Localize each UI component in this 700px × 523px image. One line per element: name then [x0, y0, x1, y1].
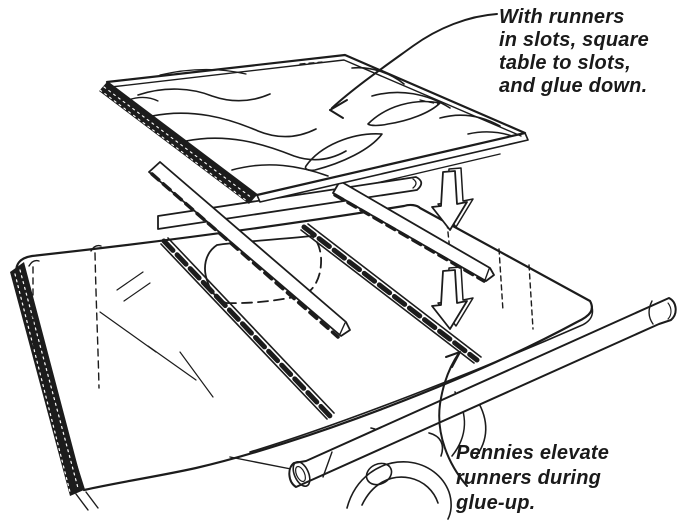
- plywood-panel: [99, 53, 529, 204]
- leader-arrow-bottom: [438, 351, 468, 487]
- runner-left: [148, 161, 351, 339]
- top-annotation: With runners in slots, square table to s…: [499, 6, 649, 98]
- throat-plate: [204, 235, 322, 305]
- handwheel-outer: [346, 461, 452, 520]
- rail-end-cap-right: [648, 300, 654, 325]
- annotation-line: runners during: [456, 467, 602, 489]
- miter-slot-right: [300, 223, 482, 364]
- annotation-line: table to slots,: [499, 52, 631, 74]
- handwheel-hub: [365, 462, 393, 486]
- leader-arrow-top: [329, 13, 498, 119]
- bottom-annotation: Pennies elevate runners during glue-up.: [456, 441, 609, 516]
- annotation-line: and glue down.: [499, 75, 648, 97]
- handwheel-inner: [361, 476, 439, 506]
- table-front-face-edge: [249, 306, 594, 453]
- rail-end-cap-left: [292, 460, 311, 488]
- annotation-line: Pennies elevate: [456, 442, 610, 464]
- annotation-line: glue-up.: [456, 492, 536, 514]
- annotation-line: in slots, square: [499, 29, 649, 51]
- front-rail: [288, 297, 677, 488]
- miter-slot-left: [160, 237, 335, 420]
- annotation-line: With runners: [499, 6, 625, 28]
- table-left-edge-hatch: [10, 262, 99, 511]
- wood-grain: [127, 61, 513, 177]
- table-sheen-marks: [28, 222, 534, 398]
